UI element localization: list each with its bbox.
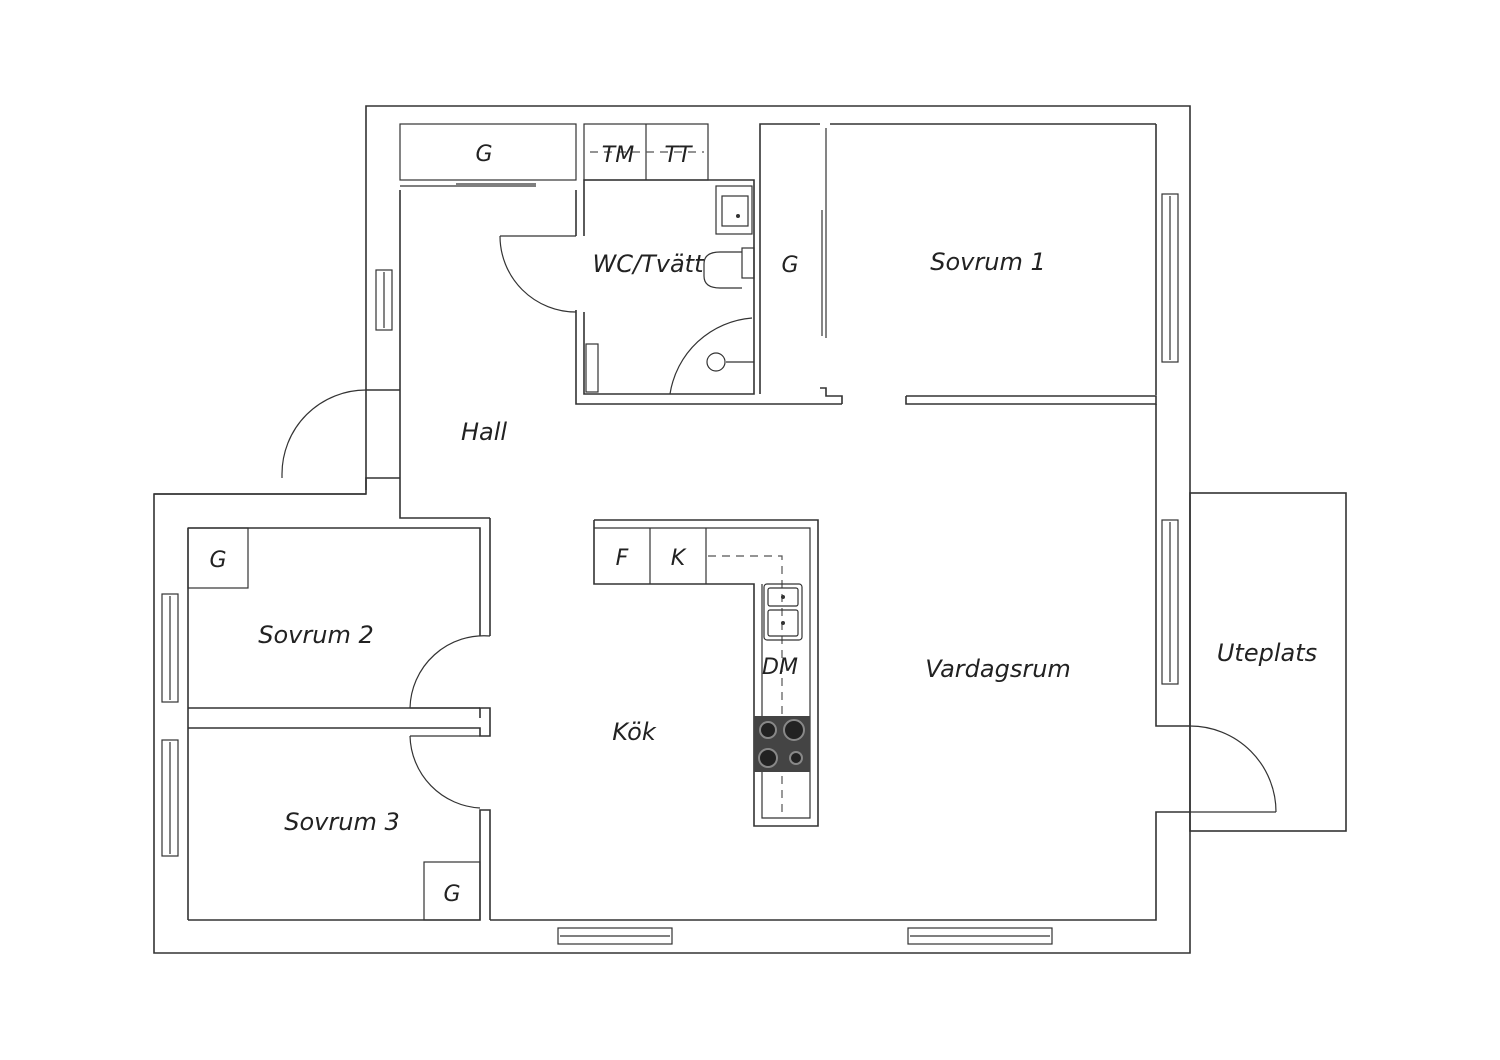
label-closet-sovrum3: G — [443, 882, 460, 907]
label-freezer: K — [671, 546, 687, 571]
bathroom-fixtures — [585, 185, 755, 395]
label-uteplats: Uteplats — [1217, 639, 1317, 667]
wc-door — [499, 235, 577, 313]
sovrum3-door — [409, 735, 481, 809]
uteplats-outline — [1189, 492, 1347, 832]
label-closet-hall: G — [475, 142, 492, 167]
sovrum2-door — [409, 635, 491, 709]
shower-arc — [669, 317, 753, 395]
stove-icon — [754, 716, 810, 772]
label-kok: Kök — [612, 718, 657, 746]
label-fridge: F — [616, 546, 629, 571]
shower-icon — [706, 352, 726, 372]
toilet-icon — [703, 247, 755, 289]
label-vardagsrum: Vardagsrum — [925, 655, 1071, 683]
front-door — [281, 389, 367, 475]
label-closet-sovrum2: G — [209, 548, 226, 573]
label-sovrum1: Sovrum 1 — [930, 248, 1045, 276]
interior-walls — [187, 123, 1157, 921]
label-sovrum2: Sovrum 2 — [258, 621, 373, 649]
sink-icon — [715, 185, 753, 235]
label-tumble-dryer: TT — [665, 143, 693, 168]
patio-door — [1189, 725, 1277, 813]
doors — [281, 235, 1277, 813]
label-wc: WC/Tvätt — [593, 250, 706, 278]
label-washing-machine: TM — [602, 143, 634, 168]
wc-cabinet — [585, 343, 599, 393]
outer-walls — [153, 105, 1191, 954]
label-hall: Hall — [461, 418, 507, 446]
label-closet-corridor: G — [781, 253, 798, 278]
label-sovrum3: Sovrum 3 — [284, 808, 399, 836]
windows — [161, 193, 1179, 945]
label-dishwasher: DM — [762, 655, 798, 680]
